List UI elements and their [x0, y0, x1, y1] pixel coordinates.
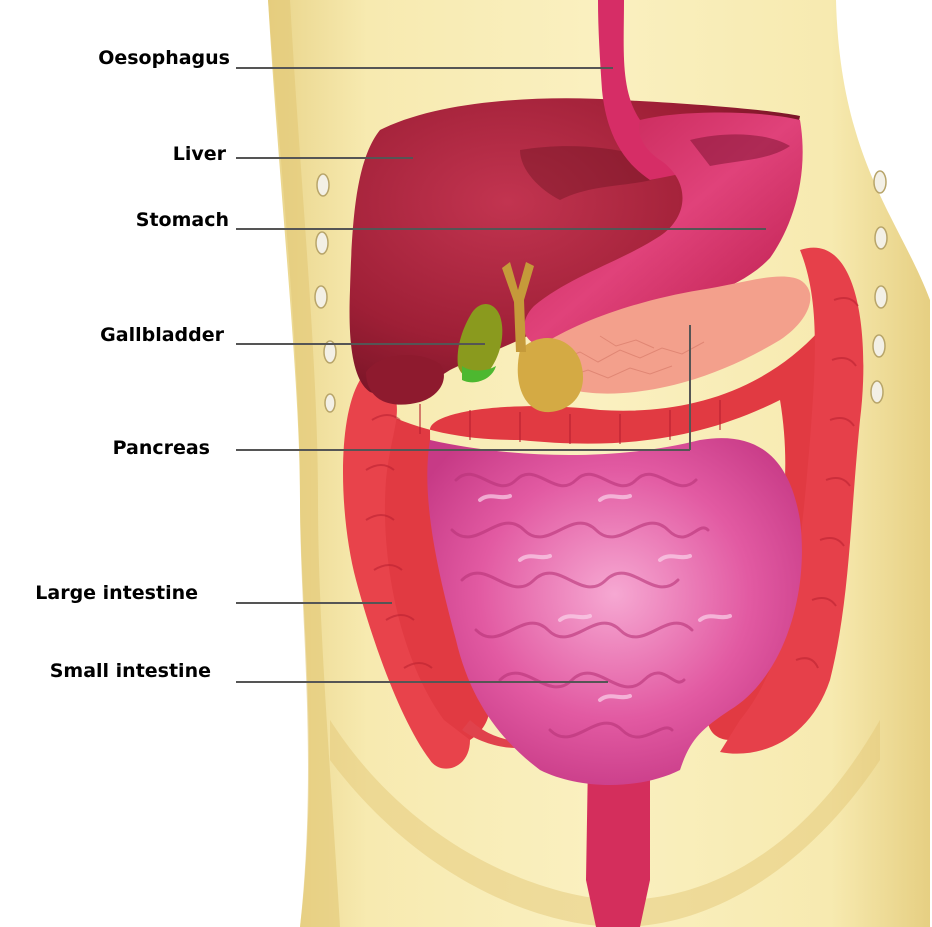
label-oesophagus: Oesophagus — [98, 49, 230, 68]
label-liver: Liver — [173, 145, 226, 164]
label-stomach: Stomach — [136, 211, 229, 230]
label-large-intestine: Large intestine — [35, 584, 198, 603]
label-pancreas: Pancreas — [113, 439, 210, 458]
rectum — [586, 760, 650, 927]
label-gallbladder: Gallbladder — [100, 326, 224, 345]
label-small-intestine: Small intestine — [50, 662, 211, 681]
